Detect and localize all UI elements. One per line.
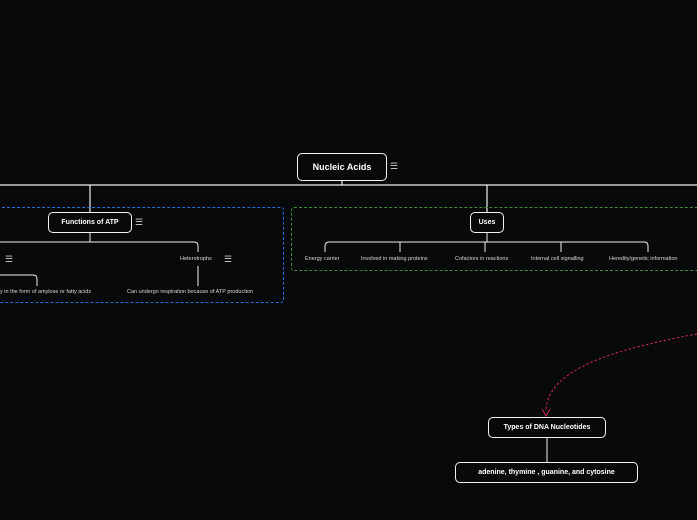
uses-topic[interactable]: Uses (470, 212, 504, 233)
nucleotide-bases-topic[interactable]: adenine, thymine , guanine, and cytosine (455, 462, 638, 483)
root-topic[interactable]: Nucleic Acids (297, 153, 387, 181)
use-cell-signalling[interactable]: Internal cell signalling (531, 256, 584, 262)
nucleotide-bases-label: adenine, thymine , guanine, and cytosine (478, 469, 615, 476)
functions-branch (0, 241, 199, 252)
uses-label: Uses (478, 219, 496, 226)
heterotrophs-menu-icon[interactable]: ☰ (224, 254, 233, 264)
heterotrophs-topic[interactable]: Heterotrophs (180, 256, 212, 262)
left-branch-link (0, 274, 38, 286)
functions-boundary (0, 207, 284, 303)
relationship-link (545, 333, 697, 411)
functions-of-atp-topic[interactable]: Functions of ATP (48, 212, 132, 233)
use-energy-carrier[interactable]: Energy carrier (305, 256, 340, 262)
heterotroph-leaf-text[interactable]: Can undergo respiration because of ATP p… (127, 289, 254, 295)
use-heredity[interactable]: Heredity/genetic information (609, 256, 678, 262)
uses-boundary (291, 207, 697, 271)
left-branch-menu-icon[interactable]: ☰ (5, 254, 14, 264)
use-making-proteins[interactable]: Involved in making proteins (361, 256, 428, 262)
dna-nucleotides-label: Types of DNA Nucleotides (503, 424, 591, 431)
relationship-arrow (541, 408, 551, 418)
functions-of-atp-label: Functions of ATP (61, 219, 119, 226)
root-menu-icon[interactable]: ☰ (390, 161, 399, 171)
functions-menu-icon[interactable]: ☰ (135, 217, 144, 227)
left-leaf-text[interactable]: y in the form of amylose or fatty acids (0, 289, 92, 295)
dna-nucleotides-topic[interactable]: Types of DNA Nucleotides (488, 417, 606, 438)
root-topic-label: Nucleic Acids (312, 162, 372, 172)
use-cofactors[interactable]: Cofactors in reactions (455, 256, 509, 262)
uses-branch (324, 241, 649, 252)
